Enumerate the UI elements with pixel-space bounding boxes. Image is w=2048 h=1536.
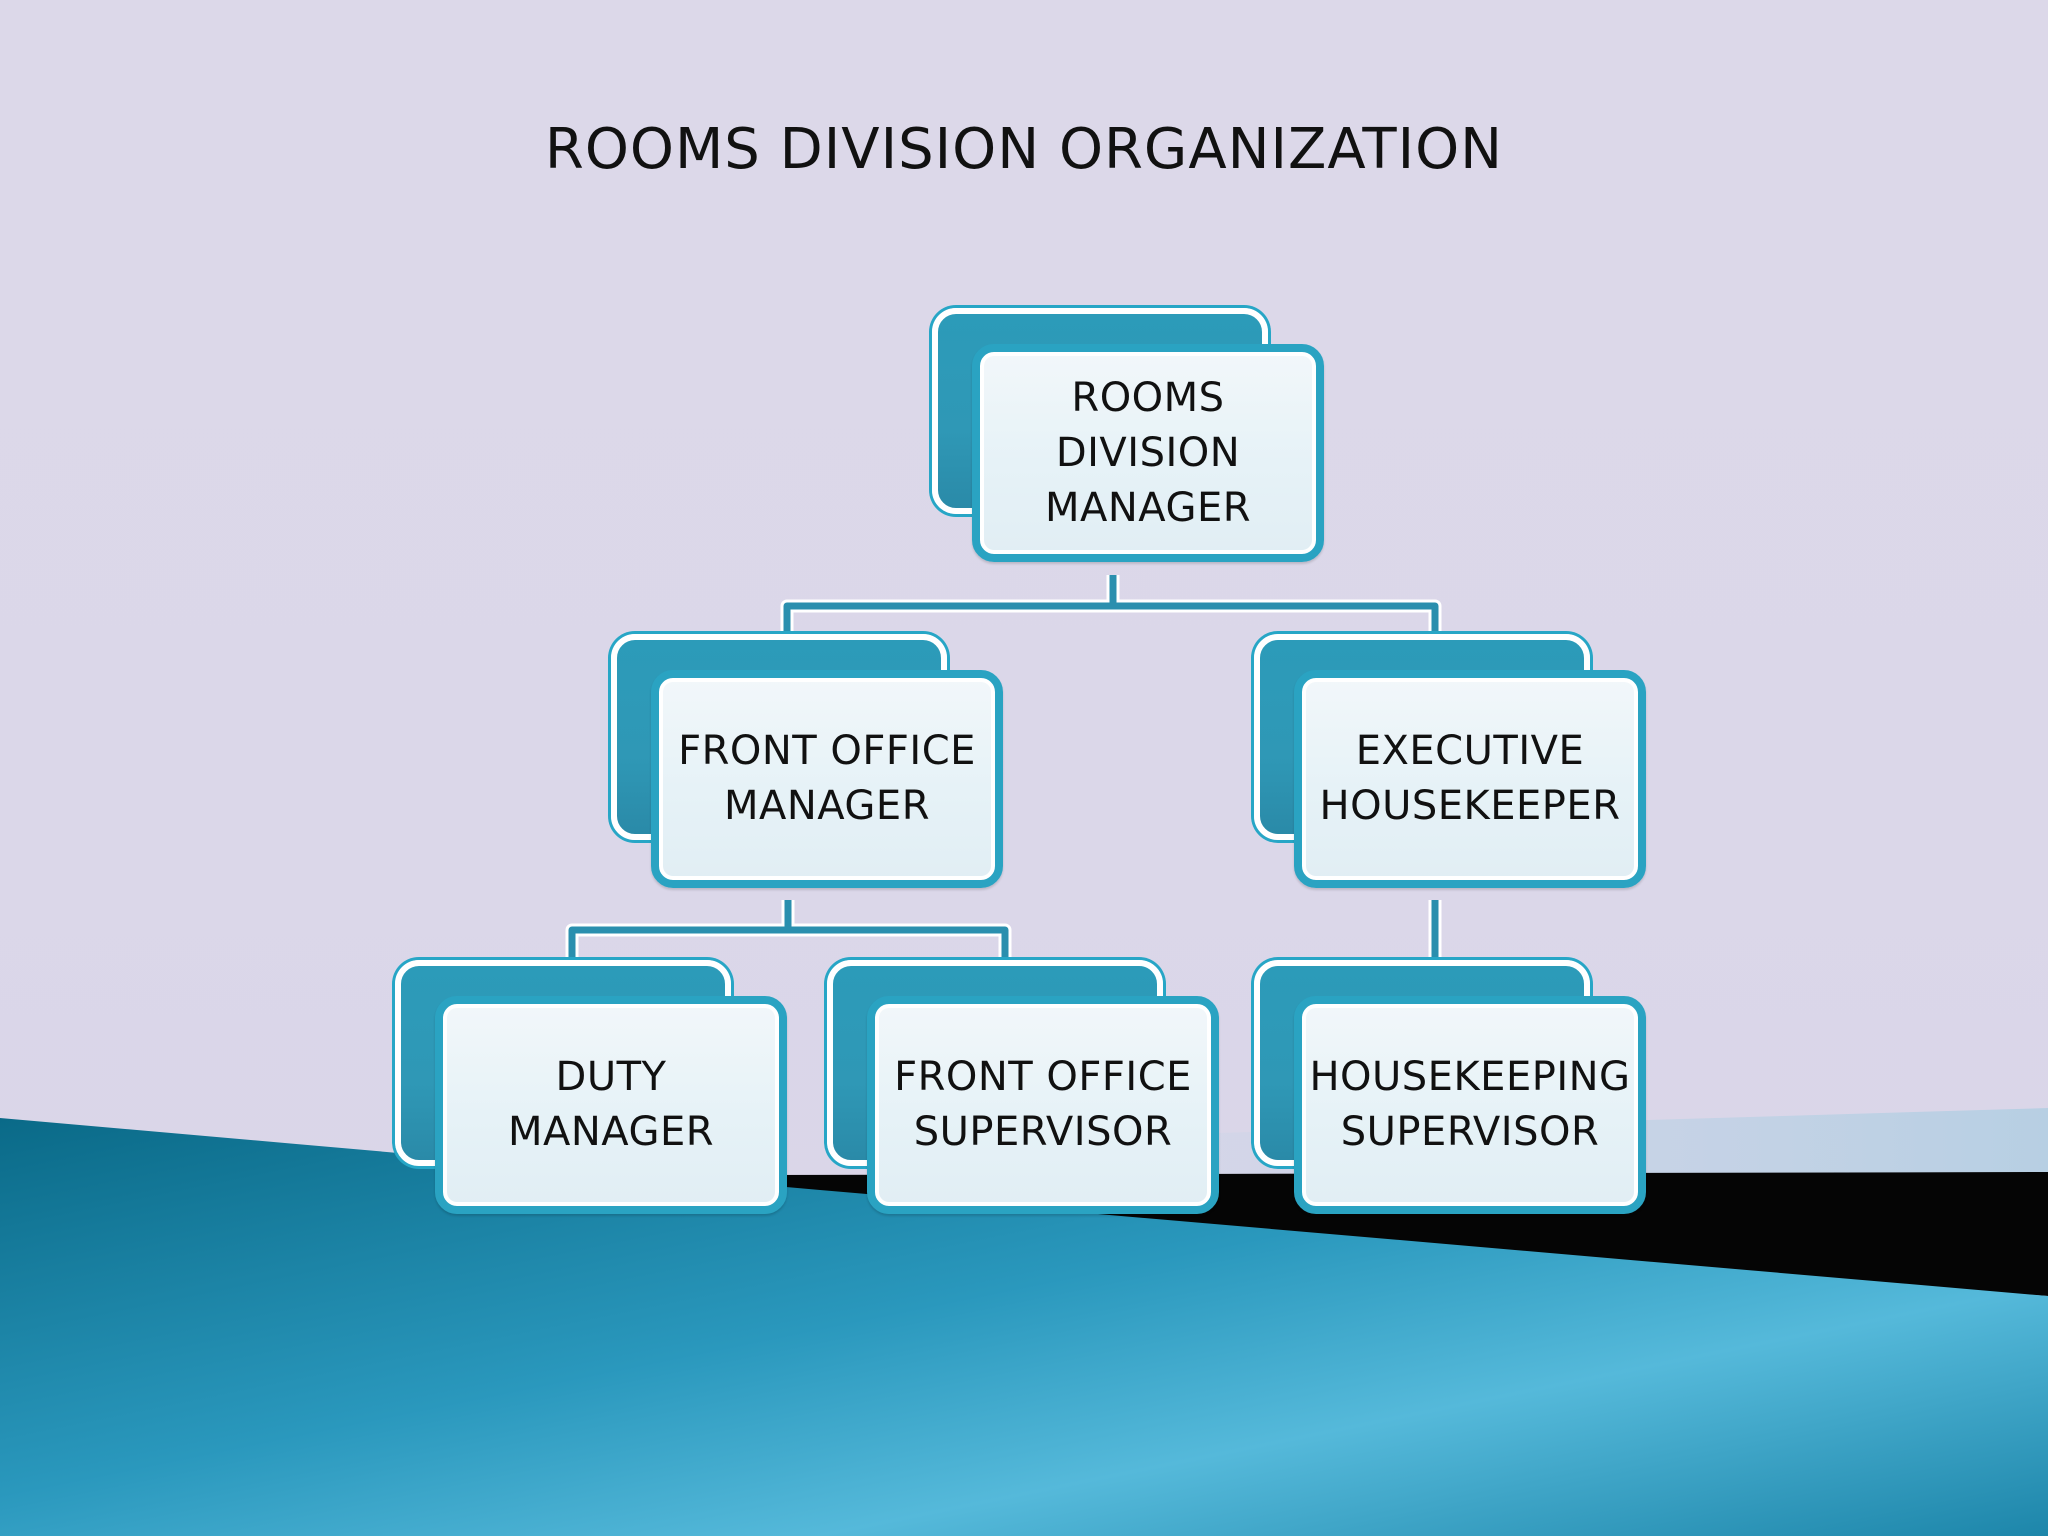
node-label: DUTY MANAGER <box>507 1054 715 1155</box>
teal-wave-shape <box>0 1118 2048 1536</box>
node-label: EXECUTIVE HOUSEKEEPER <box>1319 728 1621 829</box>
node-label: HOUSEKEEPING SUPERVISOR <box>1309 1054 1631 1155</box>
node-rooms-division-manager: ROOMS DIVISION MANAGER <box>932 308 1324 562</box>
node-card: HOUSEKEEPING SUPERVISOR <box>1294 996 1646 1214</box>
node-card: EXECUTIVE HOUSEKEEPER <box>1294 670 1646 888</box>
node-front-office-supervisor: FRONT OFFICE SUPERVISOR <box>827 960 1219 1214</box>
node-label: ROOMS DIVISION MANAGER <box>1044 374 1252 531</box>
node-duty-manager: DUTY MANAGER <box>395 960 787 1214</box>
node-card: ROOMS DIVISION MANAGER <box>972 344 1324 562</box>
node-label: FRONT OFFICE SUPERVISOR <box>894 1054 1192 1155</box>
page-title: ROOMS DIVISION ORGANIZATION <box>544 117 1504 182</box>
node-card: FRONT OFFICE SUPERVISOR <box>867 996 1219 1214</box>
node-label: FRONT OFFICE MANAGER <box>678 728 976 829</box>
node-card: DUTY MANAGER <box>435 996 787 1214</box>
node-executive-housekeeper: EXECUTIVE HOUSEKEEPER <box>1254 634 1646 888</box>
connector-root-to-level2 <box>780 575 1442 632</box>
node-front-office-manager: FRONT OFFICE MANAGER <box>611 634 1003 888</box>
node-card: FRONT OFFICE MANAGER <box>651 670 1003 888</box>
node-housekeeping-supervisor: HOUSEKEEPING SUPERVISOR <box>1254 960 1646 1214</box>
connector-front-office-to-level3 <box>565 900 1012 960</box>
